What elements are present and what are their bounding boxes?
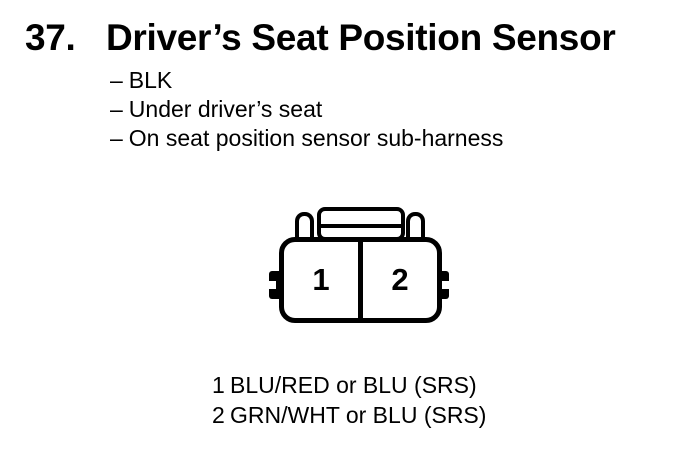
detail-text: On seat position sensor sub-harness bbox=[128, 125, 504, 151]
pin-number: 1 bbox=[312, 262, 330, 297]
pin-cavity-1: 1 bbox=[284, 242, 358, 318]
section-number: 37. bbox=[25, 17, 76, 58]
connector-body: 1 2 bbox=[279, 237, 442, 323]
detail-text: Under driver’s seat bbox=[128, 96, 323, 122]
legend-wire-color: BLU/RED or BLU (SRS) bbox=[230, 372, 477, 398]
connector-side-tab-left bbox=[295, 212, 314, 242]
detail-text: BLK bbox=[128, 67, 173, 93]
bullet-dash: – bbox=[110, 125, 123, 151]
detail-line: –Under driver’s seat bbox=[110, 95, 503, 124]
ear-notch-left bbox=[269, 281, 276, 289]
detail-list: –BLK –Under driver’s seat –On seat posit… bbox=[110, 66, 503, 153]
ear-notch-right bbox=[442, 281, 449, 289]
pin-cavity-2: 2 bbox=[363, 242, 437, 318]
detail-line: –On seat position sensor sub-harness bbox=[110, 124, 503, 153]
connector-lock-tab bbox=[317, 207, 405, 241]
cavity-divider bbox=[358, 242, 363, 318]
section-title: Driver’s Seat Position Sensor bbox=[106, 17, 616, 58]
detail-line: –BLK bbox=[110, 66, 503, 95]
connector-side-tab-right bbox=[406, 212, 425, 242]
bullet-dash: – bbox=[110, 96, 123, 122]
legend-wire-color: GRN/WHT or BLU (SRS) bbox=[230, 402, 487, 428]
bullet-dash: – bbox=[110, 67, 123, 93]
legend-pin-number: 1 bbox=[212, 372, 225, 398]
legend-pin-number: 2 bbox=[212, 402, 225, 428]
lock-tab-ridge-line bbox=[321, 224, 401, 228]
pin-number: 2 bbox=[391, 262, 409, 297]
